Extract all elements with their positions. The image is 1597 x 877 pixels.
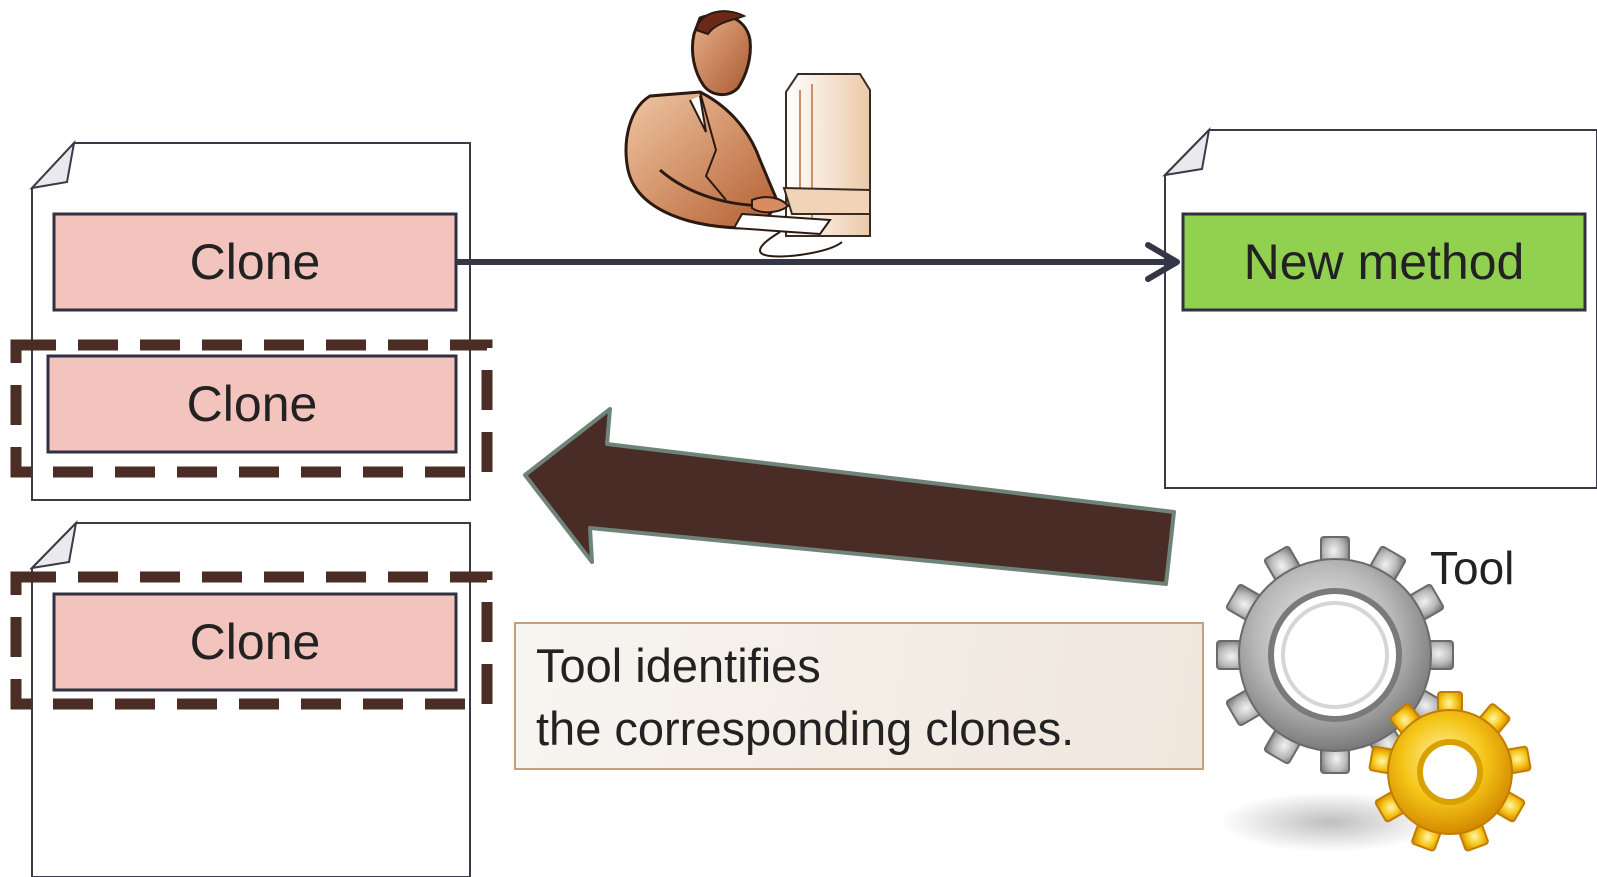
clone-label-2: Clone — [186, 376, 318, 432]
highlight-frame-2 — [10, 571, 493, 710]
callout-line-1: Tool identifies — [536, 639, 821, 692]
highlight-frame-1 — [10, 339, 493, 478]
clone-label-1: Clone — [189, 234, 321, 290]
callout-line-2: the corresponding clones. — [536, 702, 1075, 755]
new-method-label: New method — [1243, 234, 1525, 290]
new-method-box — [1181, 212, 1587, 312]
extract-arrow — [456, 242, 1180, 282]
callout-box: Tool identifies the corresponding clones… — [514, 622, 1204, 770]
identify-block-arrow — [523, 407, 1176, 586]
clone-box-2 — [46, 354, 458, 454]
tool-label: Tool — [1430, 542, 1515, 594]
clone-box-3 — [52, 592, 458, 692]
clone-label-3: Clone — [189, 614, 321, 670]
gears-icon — [1216, 536, 1532, 852]
person-at-computer-icon — [624, 10, 871, 258]
